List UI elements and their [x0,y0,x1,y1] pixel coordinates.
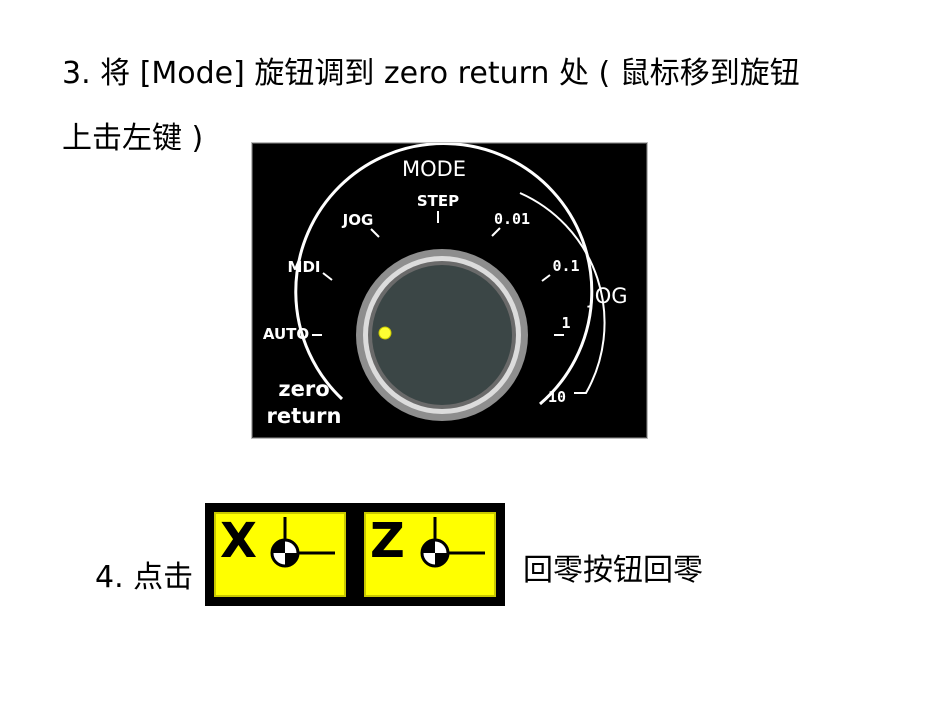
mode-selector-panel: MODE STEP JOG MDI AUTO zero return 0.01 … [251,142,648,439]
mode-knob[interactable] [372,265,512,405]
tick-jog [370,228,380,238]
tick-0-1 [541,274,551,282]
jog-group-label: JOG [587,284,628,308]
jog-step-0-01[interactable]: 0.01 [494,210,530,228]
mode-option-auto[interactable]: AUTO [263,325,309,343]
mode-option-jog[interactable]: JOG [342,211,374,229]
x-home-button[interactable]: X [205,503,355,606]
mode-option-mdi[interactable]: MDI [288,258,321,276]
knob-indicator-dot [378,326,392,340]
mode-title: MODE [402,157,466,181]
z-axis-label: Z [370,513,405,569]
dial-scale-arc [294,143,594,406]
jog-step-10[interactable]: 10 [548,388,566,406]
z-home-button[interactable]: Z [355,503,505,606]
jog-step-1[interactable]: 1 [561,314,570,332]
home-reference-icon [270,517,335,568]
mode-selector-graphic: MODE STEP JOG MDI AUTO zero return 0.01 … [263,143,628,428]
home-reference-icon [420,517,485,568]
tick-mdi [322,272,333,281]
jog-range-bracket [519,192,606,394]
step4-instruction-prefix: 4. 点击 [95,560,194,595]
step3-instruction-line1: 3. 将 [Mode] 旋钮调到 zero return 处 ( 鼠标移到旋钮 [62,56,800,91]
mode-option-return[interactable]: return [267,404,342,428]
step4-instruction-suffix: 回零按钮回零 [523,553,703,588]
tick-0-01 [491,227,501,237]
jog-step-0-1[interactable]: 0.1 [552,257,579,275]
mode-option-step[interactable]: STEP [417,192,459,210]
x-axis-label: X [220,513,258,569]
mode-option-zero[interactable]: zero [278,377,329,401]
step3-instruction-line2: 上击左键 ) [62,121,204,156]
